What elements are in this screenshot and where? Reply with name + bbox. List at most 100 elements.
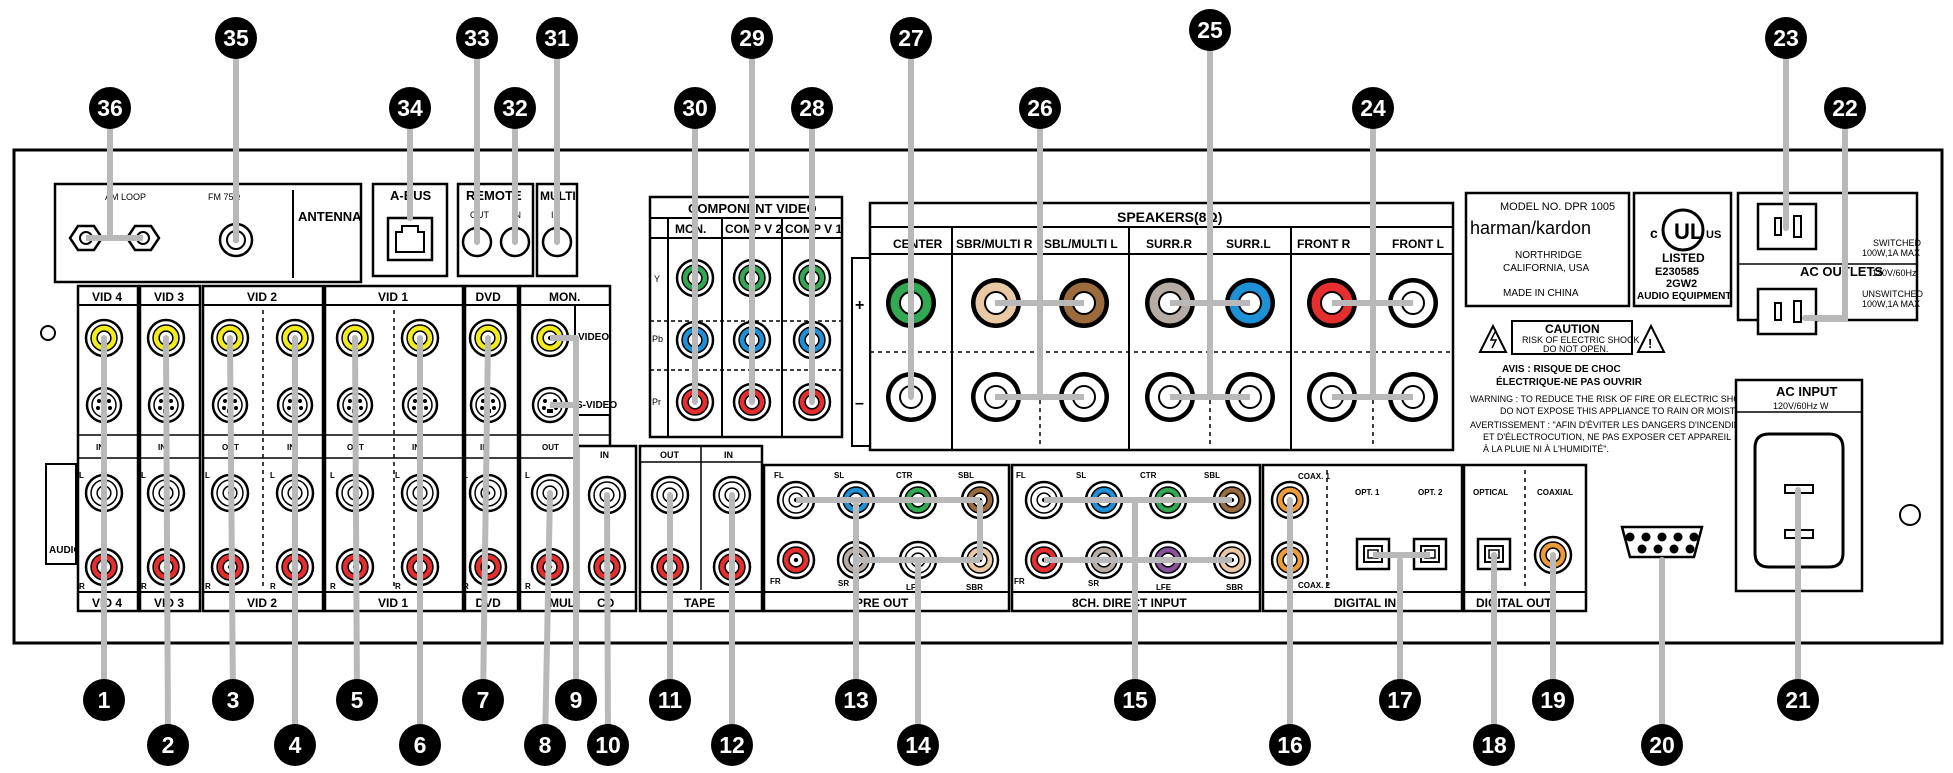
leader-line [352,335,360,703]
brand-name: harman/kardon [1470,218,1591,238]
made-in: MADE IN CHINA [1503,288,1579,299]
avis-line-2: ÉLECTRIQUE-NE PAS OUVRIR [1496,375,1643,388]
leader-line [480,335,491,703]
remote-section: REMOTE OUT IN [456,182,535,278]
preout-top-label: SBL [958,471,974,480]
right-channel-label: R [270,582,276,591]
callout-label: 17 [1387,687,1413,713]
svg-text:!: ! [1648,336,1652,351]
direct-top-label: SBL [1204,471,1220,480]
rs232-port[interactable] [1620,525,1704,559]
video-group-bottom-label: VID 2 [247,596,277,610]
callout-number-8: 8 [524,724,566,766]
direct-sbr-label: SBR [1226,583,1243,592]
callout-label: 8 [539,732,552,758]
ul-us: US [1706,229,1721,241]
leader-line [163,335,171,748]
callout-number-7: 7 [462,679,504,721]
callout-label: 4 [289,732,302,758]
ul-logo-text: UL [1674,219,1703,244]
io-label: OUT [542,443,559,452]
ac-outlets-title: AC OUTLETS [1800,264,1883,279]
callout-label: 35 [223,25,249,51]
callout-label: 15 [1122,687,1148,713]
avertissement-line-1: AVERTISSEMENT : "AFIN D'ÉVITER LES DANGE… [1470,420,1740,430]
callout-label: 31 [544,25,570,51]
speakers-title: SPEAKERS(8Ω) [1117,209,1222,225]
warning-line-2: DO NOT EXPOSE THIS APPLIANCE TO RAIN OR … [1500,406,1757,416]
callout-label: 3 [227,687,240,713]
right-channel-label: R [395,582,401,591]
callout-number-18: 18 [1473,724,1515,766]
callout-label: 11 [658,687,683,713]
left-channel-label: L [463,471,468,480]
callout-label: 25 [1197,17,1223,43]
callout-number-20: 20 [1641,724,1683,766]
component-col-mon: MON. [675,222,706,236]
avertissement-line-3: À LA PLUIE NI À L'HUMIDITÉ". [1483,444,1609,454]
ac-outlets-section: AC OUTLETS 120V/60Hz SWITCHED 100W,1A MA… [1736,191,1923,336]
cd-in-label: IN [600,450,609,460]
callout-number-25: 25 [1189,9,1231,51]
speaker-label-sbr: SBR/MULTI R [956,237,1033,251]
ul-file-number: E230585 [1655,266,1699,278]
coax1-label: COAX. 1 [1298,472,1331,481]
callout-label: 30 [682,95,708,121]
callout-number-26: 26 [1019,87,1061,129]
model-city: NORTHRIDGE [1515,250,1582,261]
speaker-label-surr-l: SURR.L [1226,237,1271,251]
opt1-label: OPT. 1 [1355,488,1380,497]
right-channel-label: R [141,582,147,591]
speaker-minus-label: – [855,395,864,412]
callout-number-33: 33 [456,17,498,59]
ul-c: c [1650,225,1658,241]
speaker-plus-label: + [855,297,864,314]
speaker-label-sbl: SBL/MULTI L [1044,237,1118,251]
unswitched-outlet[interactable] [1756,287,1818,336]
leader-line [227,335,236,703]
callout-number-15: 15 [1114,679,1156,721]
tape-in-label: IN [724,450,733,460]
preout-top-label: SL [834,471,844,480]
left-channel-label: L [79,471,84,480]
callout-number-19: 19 [1532,679,1574,721]
callout-label: 5 [351,687,364,713]
abus-jack[interactable] [386,216,434,262]
preout-top-label: CTR [896,471,913,480]
right-channel-label: R [205,582,211,591]
callout-label: 19 [1540,687,1566,713]
callout-label: 22 [1832,95,1858,121]
callout-label: 7 [477,687,490,713]
coax2-label: COAX. 2 [1298,581,1331,590]
preout-bottom-label: PRE OUT [855,596,909,610]
video-group-top-label: VID 4 [92,290,122,304]
mounting-hole-right [1899,504,1921,526]
switched-label: SWITCHED [1873,238,1921,248]
ul-listed: LISTED [1662,251,1705,265]
switched-max: 100W,1A MAX [1862,248,1920,258]
unswitched-label: UNSWITCHED [1862,289,1923,299]
callout-number-35: 35 [215,17,257,59]
callout-number-30: 30 [674,87,716,129]
callout-label: 14 [905,732,931,758]
left-channel-label: L [525,471,530,480]
preout-lfe-label: LFE [906,583,922,592]
callout-number-16: 16 [1269,724,1311,766]
callout-number-3: 3 [212,679,254,721]
callout-label: 26 [1027,95,1053,121]
callout-number-14: 14 [897,724,939,766]
unswitched-max: 100W,1A MAX [1862,299,1920,309]
callout-label: 2 [162,732,175,758]
preout-bottom-jack-0[interactable] [776,540,816,580]
callout-label: 16 [1277,732,1303,758]
preout-fr-label: FR [770,577,781,586]
ul-category: AUDIO EQUIPMENT [1637,291,1731,302]
callout-label: 21 [1785,687,1811,713]
avis-line-1: AVIS : RISQUE DE CHOC [1502,364,1621,375]
right-channel-label: R [79,582,85,591]
speakers-section: SPEAKERS(8Ω) CENTER SBR/MULTI R SBL/MULT… [851,201,1455,452]
preout-top-label: FL [774,471,784,480]
ul-code: 2GW2 [1666,278,1697,290]
component-jack-0-2[interactable] [675,382,715,422]
video-group-top-label: VID 3 [154,290,184,304]
